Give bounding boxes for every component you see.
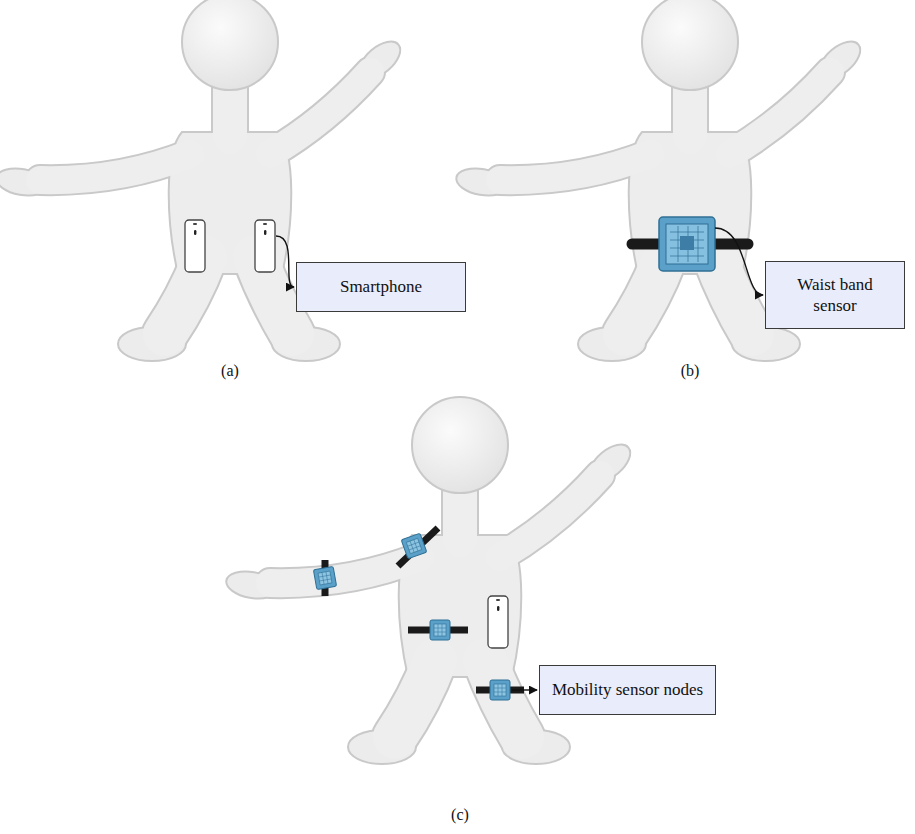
shoulder-sensor-node (398, 528, 438, 566)
box-label: Waist band sensor (780, 274, 890, 317)
box-label: Smartphone (340, 276, 422, 297)
subfigure-label: (b) (681, 362, 700, 380)
leader-arrow (276, 236, 294, 287)
smartphone-icon (488, 596, 508, 648)
wrist-sensor-node (313, 560, 336, 596)
label-box: Mobility sensor nodes (539, 665, 716, 715)
smartphone-icon (185, 220, 205, 272)
subfigure-label: (a) (221, 362, 239, 380)
subfigure-label: (c) (451, 806, 469, 824)
label-box: Waist band sensor (765, 261, 905, 329)
leader-arrow (512, 689, 537, 690)
box-label: Mobility sensor nodes (552, 679, 703, 700)
waist-sensor (659, 217, 715, 271)
waist-sensor-node (408, 620, 468, 640)
leader-arrow (715, 228, 763, 295)
smartphone-icon (255, 220, 275, 272)
label-box: Smartphone (296, 262, 466, 312)
